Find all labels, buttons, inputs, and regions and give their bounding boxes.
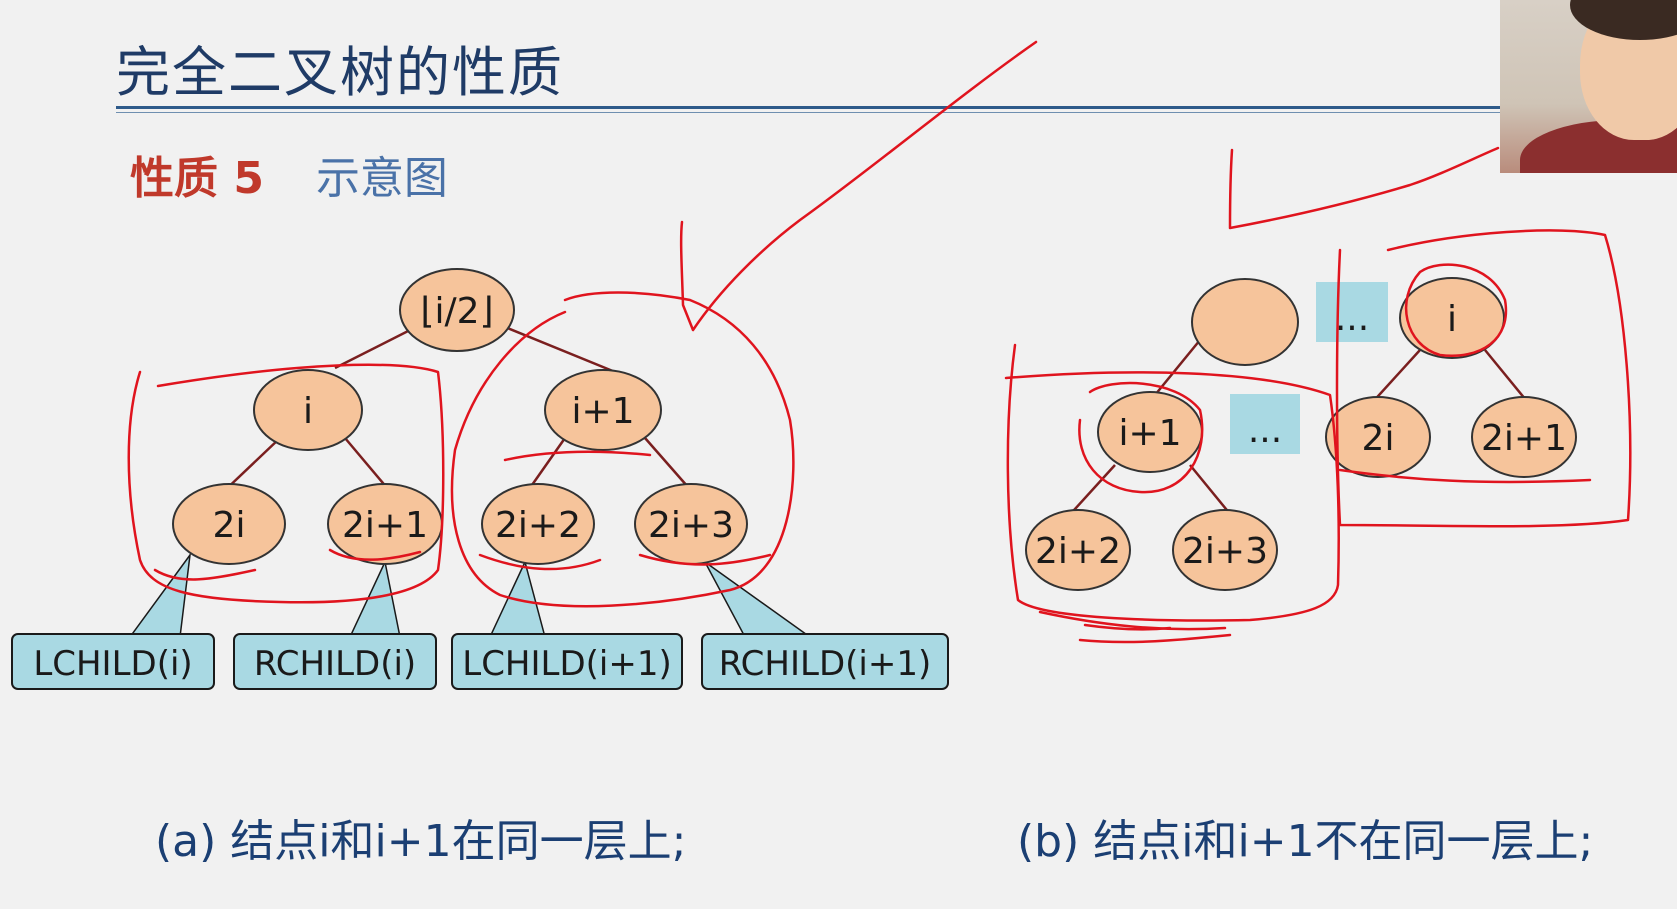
annotation-b-i-plus-1-circle: [1078, 381, 1204, 494]
callout-label-rchild-i: RCHILD(i): [254, 644, 416, 684]
tree-node-b-2i-plus-1: 2i+1: [1471, 396, 1577, 478]
subtitle-text: 示意图: [315, 153, 448, 204]
title-divider: [116, 106, 1500, 109]
tree-node-2i-plus-1: 2i+1: [327, 483, 443, 565]
ellipsis-box-middle: ...: [1230, 394, 1300, 454]
node-label-b-i-plus-1: i+1: [1118, 413, 1181, 454]
tree-node-2i: 2i: [172, 483, 286, 565]
callout-rchild-i-plus-1: RCHILD(i+1): [701, 633, 949, 690]
tree-node-i: i: [253, 369, 363, 451]
tree-node-2i-plus-3: 2i+3: [634, 483, 748, 565]
slide-title: 完全二叉树的性质: [116, 41, 564, 104]
tree-node-b-i-plus-1: i+1: [1097, 391, 1203, 473]
node-label-b-2i-plus-3: 2i+3: [1182, 531, 1268, 572]
node-label-b-2i-plus-2: 2i+2: [1035, 531, 1121, 572]
annotation-diagonal-line: [679, 40, 1038, 332]
node-label-2i-plus-1: 2i+1: [342, 505, 428, 546]
subtitle: 性质 5 示意图: [130, 142, 448, 206]
tree-node-root: ⌊i/2⌋: [399, 268, 515, 352]
node-label-b-2i-plus-1: 2i+1: [1481, 418, 1567, 459]
ellipsis-box-top: ...: [1316, 282, 1388, 342]
tree-node-empty: [1191, 278, 1299, 366]
tree-node-b-2i-plus-2: 2i+2: [1025, 509, 1131, 591]
tree-node-b-2i: 2i: [1325, 396, 1431, 478]
callout-label-lchild-i-plus-1: LCHILD(i+1): [462, 644, 672, 684]
callouts-a: LCHILD(i) RCHILD(i) LCHILD(i+1) RCHILD(i…: [11, 633, 949, 690]
annotation-b-left-subtree-loop: [1004, 343, 1340, 622]
node-label-i-plus-1: i+1: [571, 391, 634, 432]
node-label-b-i: i: [1447, 299, 1457, 340]
callout-label-lchild-i: LCHILD(i): [33, 644, 192, 684]
nodes-a: ⌊i/2⌋ i i+1 2i 2i+1 2i+2 2i+3: [172, 268, 748, 565]
title-divider-thin: [116, 112, 1500, 113]
annotation-b-i-circle: [1404, 263, 1508, 357]
ellipsis-label-middle: ...: [1248, 410, 1282, 451]
presenter-webcam: [1500, 0, 1677, 173]
callout-label-rchild-i-plus-1: RCHILD(i+1): [719, 644, 931, 684]
callout-lchild-i-plus-1: LCHILD(i+1): [451, 633, 683, 690]
caption-a: (a) 结点i和i+1在同一层上;: [155, 816, 687, 867]
node-label-i: i: [303, 391, 313, 432]
annotation-left-subtree-loop: [127, 363, 445, 604]
ellipsis-boxes-b: ... ...: [1230, 282, 1388, 454]
property-label: 性质 5: [130, 153, 264, 204]
annotation-right-subtree-loop: [450, 291, 795, 608]
tree-node-2i-plus-2: 2i+2: [481, 483, 595, 565]
tree-node-b-2i-plus-3: 2i+3: [1172, 509, 1278, 591]
tree-node-i-plus-1: i+1: [544, 369, 662, 451]
callout-rchild-i: RCHILD(i): [233, 633, 437, 690]
node-label-2i-plus-2: 2i+2: [495, 505, 581, 546]
callout-lchild-i: LCHILD(i): [11, 633, 215, 690]
annotation-top-right-stroke: [1228, 146, 1500, 230]
nodes-b: i 2i 2i+1 i+1 2i+2 2i+3: [1025, 277, 1577, 591]
node-label-2i-plus-3: 2i+3: [648, 505, 734, 546]
caption-b: (b) 结点i和i+1不在同一层上;: [1017, 816, 1594, 867]
ellipsis-label-top: ...: [1335, 298, 1369, 339]
tree-node-b-i: i: [1399, 277, 1505, 359]
annotation-strokes: [127, 40, 1632, 644]
node-label-b-2i: 2i: [1362, 418, 1395, 459]
annotation-b-right-subtree-loop: [1335, 229, 1632, 528]
node-label-2i: 2i: [213, 505, 246, 546]
node-label-root: ⌊i/2⌋: [420, 291, 493, 332]
